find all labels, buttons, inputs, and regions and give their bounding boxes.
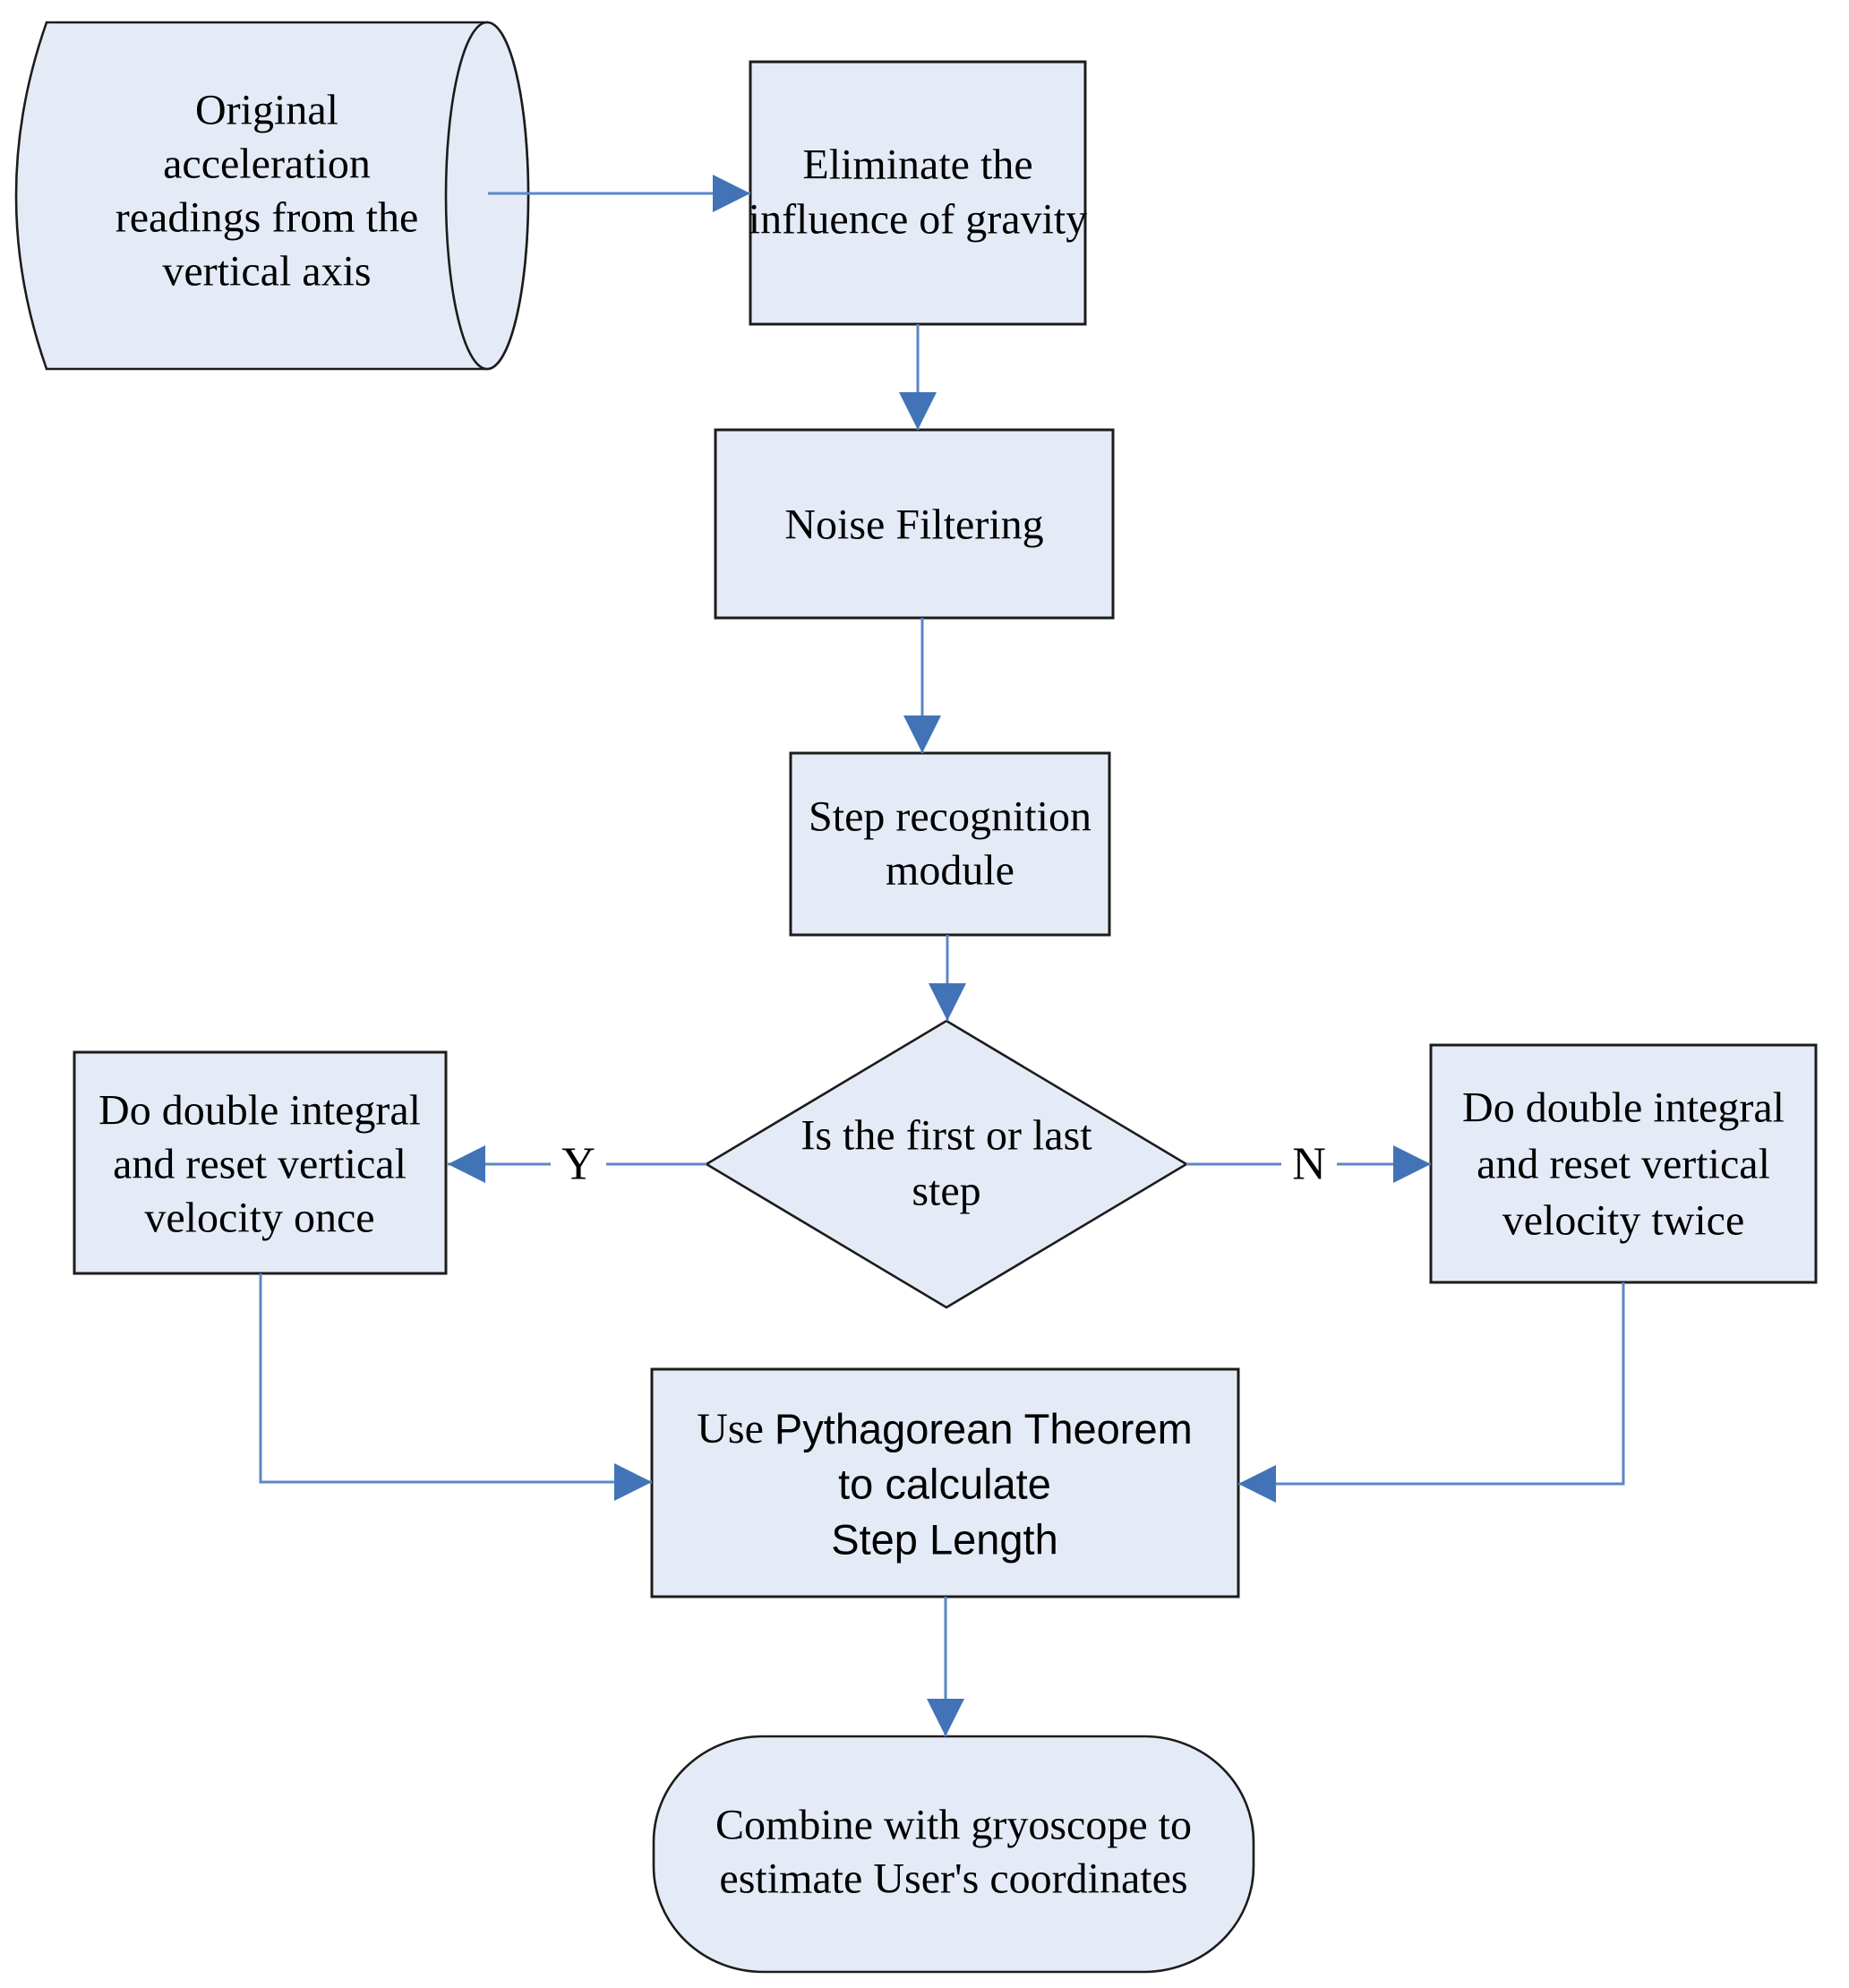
- node-label-line: Do double integral: [98, 1087, 421, 1135]
- edge-label-text: N: [1292, 1139, 1326, 1190]
- node-label-line: module: [886, 847, 1014, 895]
- node-label-line: Original: [195, 87, 338, 134]
- node-integral-twice: Do double integral and reset vertical ve…: [1429, 1043, 1818, 1284]
- node-label-line: vertical axis: [162, 248, 371, 296]
- process-box: [1429, 1043, 1818, 1284]
- node-label-line: velocity twice: [1502, 1197, 1745, 1245]
- node-label-serif-prefix: Use: [697, 1405, 775, 1452]
- node-label-line: readings from the: [116, 194, 419, 242]
- node-step-length: Use Pythagorean Theorem to calculate Ste…: [650, 1367, 1240, 1598]
- edge-label-yes: Y: [551, 1135, 606, 1191]
- terminator-shape: [652, 1735, 1255, 1974]
- cylinder-end-cap: [444, 21, 530, 371]
- edge-label-no: N: [1281, 1135, 1337, 1191]
- node-label-line: Is the first or last: [800, 1112, 1092, 1160]
- process-box: [714, 428, 1115, 620]
- process-box: [749, 60, 1087, 326]
- edge-label-background: [1281, 1135, 1337, 1191]
- process-box: [789, 751, 1111, 937]
- node-label-line: estimate User's coordinates: [719, 1855, 1187, 1903]
- node-label-line: to calculate: [838, 1461, 1051, 1508]
- node-step-recognition: Step recognition module: [789, 751, 1111, 937]
- node-eliminate-gravity: Eliminate the influence of gravity: [749, 60, 1088, 326]
- decision-diamond: [704, 1019, 1189, 1309]
- node-label-line: and reset vertical: [113, 1141, 407, 1188]
- node-label-line: Do double integral: [1462, 1084, 1785, 1132]
- node-source-data: Original acceleration readings from the …: [14, 21, 530, 371]
- node-combine-gyroscope: Combine with gryoscope to estimate User'…: [652, 1735, 1255, 1974]
- node-label-line: Eliminate the: [802, 141, 1032, 189]
- node-label-line: step: [912, 1168, 980, 1215]
- node-label-line: Step recognition: [809, 793, 1091, 841]
- edge-label-background: [551, 1135, 606, 1191]
- arrow-integral-once-to-step-length: [259, 1273, 652, 1501]
- node-label-line: influence of gravity: [749, 196, 1088, 244]
- node-label-line: Step Length: [831, 1516, 1058, 1564]
- node-label-sans-part: Pythagorean Theorem: [775, 1405, 1193, 1452]
- edge-label-text: Y: [561, 1139, 595, 1190]
- arrow-integral-twice-to-step-length: [1238, 1282, 1625, 1503]
- node-label-line: Use Pythagorean Theorem: [697, 1405, 1192, 1452]
- node-noise-filtering: Noise Filtering: [714, 428, 1115, 620]
- node-label-line: velocity once: [144, 1195, 374, 1242]
- node-label-line: Noise Filtering: [784, 501, 1043, 549]
- node-label-line: and reset vertical: [1477, 1141, 1770, 1188]
- node-label-line: acceleration: [163, 141, 371, 188]
- node-decision-first-or-last: Is the first or last step: [704, 1019, 1189, 1309]
- node-integral-once: Do double integral and reset vertical ve…: [73, 1050, 448, 1275]
- node-label-line: Combine with gryoscope to: [715, 1802, 1192, 1849]
- process-box: [650, 1367, 1240, 1598]
